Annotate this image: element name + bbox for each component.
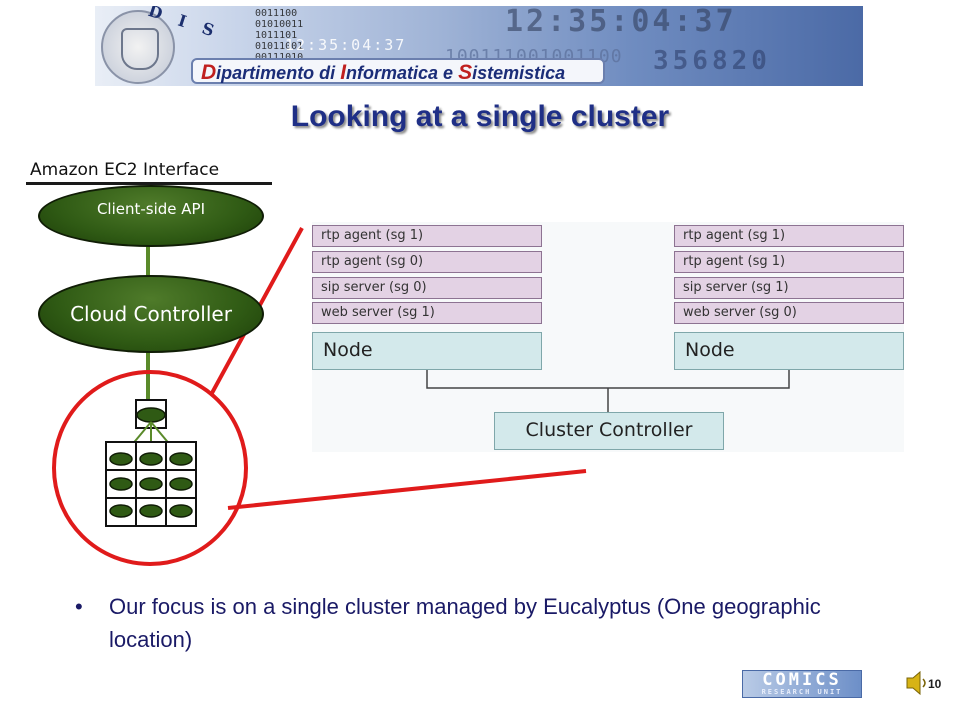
interface-underline xyxy=(26,182,272,185)
right-node-box: Node xyxy=(674,332,904,370)
number-readout: 356820 xyxy=(653,46,771,76)
bullet-text: Our focus is on a single cluster managed… xyxy=(109,594,821,652)
page-number: 10 xyxy=(928,677,942,691)
department-name: Dipartimento di Informatica e Sistemisti… xyxy=(191,58,605,84)
right-service-2: rtp agent (sg 1) xyxy=(674,251,904,273)
left-service-1: rtp agent (sg 1) xyxy=(312,225,542,247)
right-service-3: sip server (sg 1) xyxy=(674,277,904,299)
left-node-box: Node xyxy=(312,332,542,370)
slide-title: Looking at a single cluster xyxy=(290,100,670,133)
client-side-api-label: Client-side API xyxy=(96,200,206,218)
comics-logo: COMICS RESEARCH UNIT xyxy=(742,670,862,698)
cloud-controller-ellipse: Cloud Controller xyxy=(38,275,264,353)
right-service-4: web server (sg 0) xyxy=(674,302,904,324)
clock-readout-small: 12:35:04:37 xyxy=(285,36,407,54)
cluster-tree-lines xyxy=(426,370,790,412)
bullet-dot-icon: • xyxy=(75,594,83,619)
left-service-3: sip server (sg 0) xyxy=(312,277,542,299)
ec2-interface-label: Amazon EC2 Interface xyxy=(30,160,220,180)
cluster-diagram: rtp agent (sg 1) rtp agent (sg 0) sip se… xyxy=(312,222,904,452)
university-seal-icon xyxy=(101,10,175,84)
zoom-circle xyxy=(52,370,248,566)
zoom-line-bottom xyxy=(227,469,587,510)
cluster-controller-node xyxy=(136,407,166,423)
clock-readout-large: 12:35:04:37 xyxy=(505,6,737,39)
header-banner: D I S 0011100 01010011 1011101 01011001 … xyxy=(95,6,863,86)
left-service-2: rtp agent (sg 0) xyxy=(312,251,542,273)
cloud-controller-label: Cloud Controller xyxy=(70,302,232,326)
cluster-controller-label-box: Cluster Controller xyxy=(494,412,724,450)
speaker-icon[interactable] xyxy=(904,668,930,698)
client-side-api-ellipse: Client-side API xyxy=(38,185,264,247)
node-ellipses xyxy=(109,452,193,518)
left-service-4: web server (sg 1) xyxy=(312,302,542,324)
right-service-1: rtp agent (sg 1) xyxy=(674,225,904,247)
